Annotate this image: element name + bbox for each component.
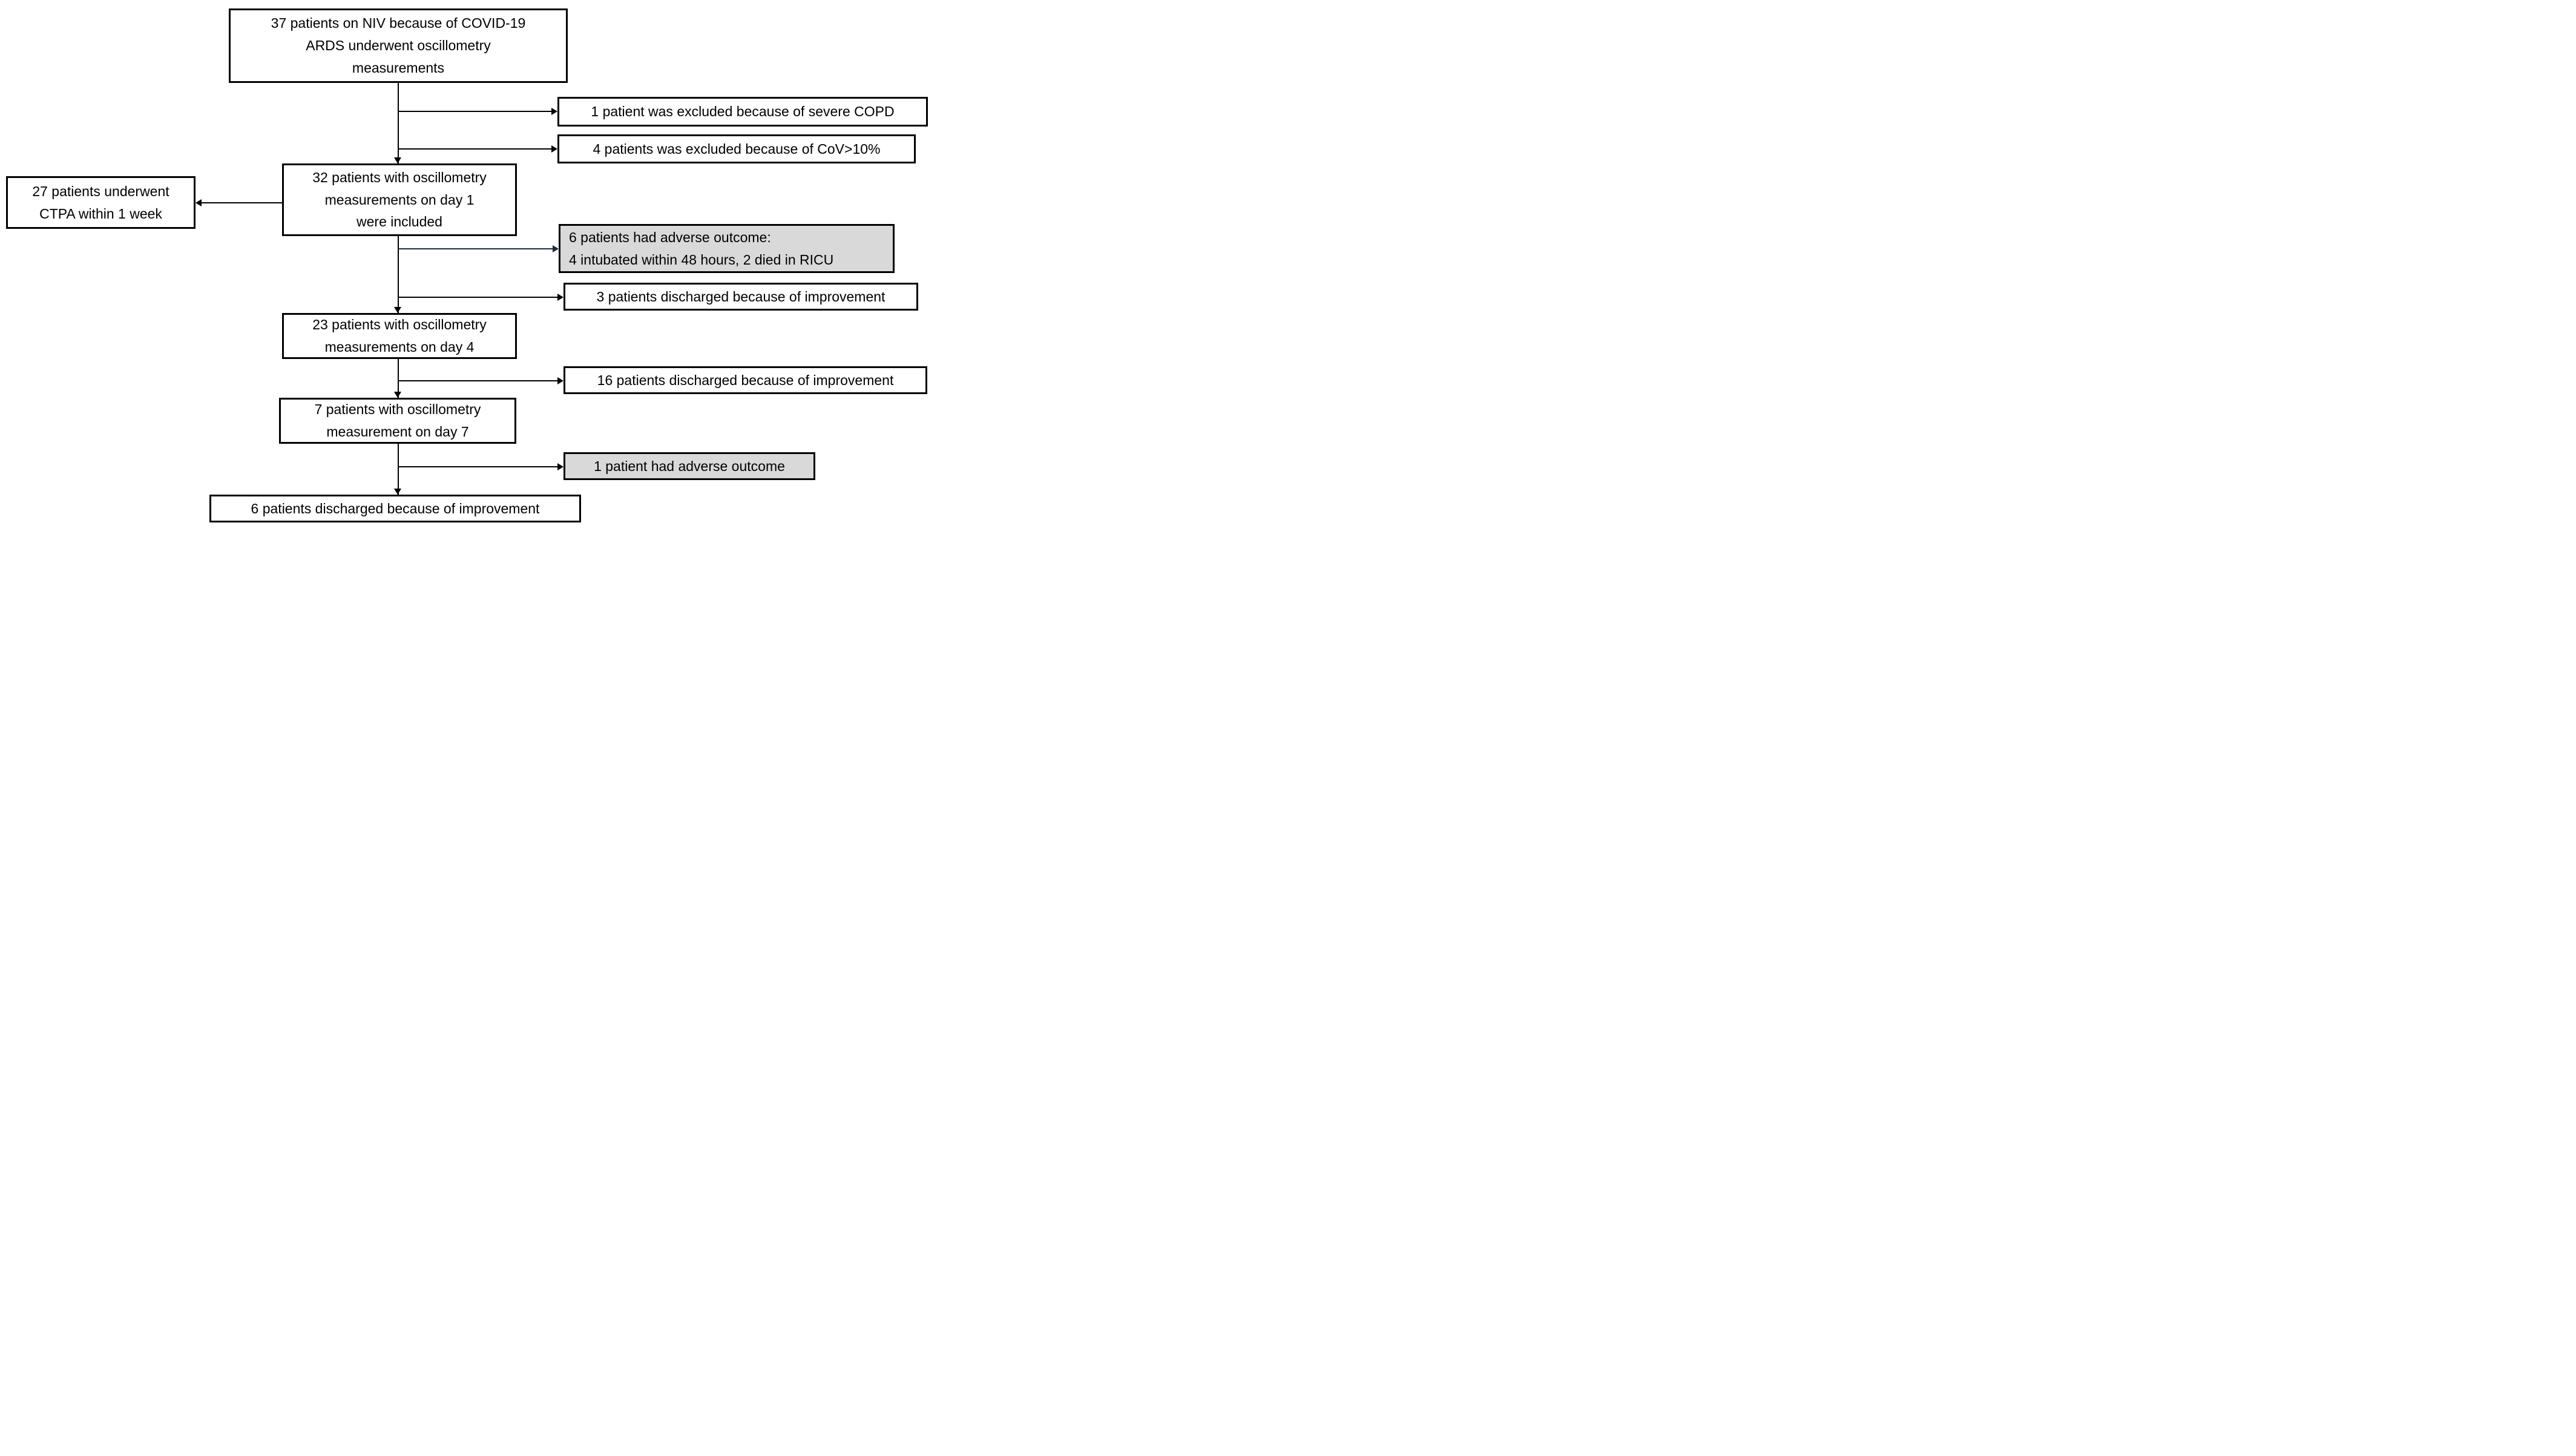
arrow-day7-to-discharged bbox=[398, 444, 399, 495]
node-day4: 23 patients with oscillometry measuremen… bbox=[282, 313, 517, 359]
node-day7-text: 7 patients with oscillometry measurement… bbox=[315, 398, 481, 443]
node-discharged-day4-text: 16 patients discharged because of improv… bbox=[597, 369, 894, 392]
arrowhead-to-excluded-copd bbox=[551, 108, 557, 115]
node-adverse-day1-text: 6 patients had adverse outcome: 4 intuba… bbox=[569, 226, 833, 271]
node-adverse-day7: 1 patient had adverse outcome bbox=[564, 452, 815, 480]
arrow-to-discharged-day1 bbox=[398, 297, 559, 298]
node-excluded-cov: 4 patients was excluded because of CoV>1… bbox=[557, 134, 916, 163]
arrow-day1-to-day4 bbox=[398, 236, 399, 313]
node-adverse-day7-text: 1 patient had adverse outcome bbox=[594, 455, 785, 478]
node-adverse-day1-line2: 4 intubated within 48 hours, 2 died in R… bbox=[569, 251, 834, 268]
arrow-to-discharged-day4 bbox=[398, 380, 559, 381]
node-day7: 7 patients with oscillometry measurement… bbox=[279, 398, 516, 444]
node-adverse-day1: 6 patients had adverse outcome: 4 intuba… bbox=[559, 224, 895, 273]
arrow-to-excluded-copd bbox=[398, 111, 553, 112]
flow-diagram: 37 patients on NIV because of COVID-19 A… bbox=[0, 0, 944, 534]
arrow-to-ctpa bbox=[200, 202, 282, 203]
node-day7-line2: measurement on day 7 bbox=[326, 424, 469, 440]
node-enrolled: 37 patients on NIV because of COVID-19 A… bbox=[229, 8, 568, 83]
arrow-to-adverse-day7 bbox=[398, 466, 559, 467]
arrowhead-day7-to-discharged bbox=[394, 489, 401, 495]
arrowhead-to-adverse-day7 bbox=[557, 463, 564, 470]
arrowhead-to-discharged-day1 bbox=[557, 294, 564, 301]
node-day1-line3: were included bbox=[356, 214, 442, 230]
node-adverse-day1-line1: 6 patients had adverse outcome: bbox=[569, 229, 771, 245]
node-day1-line1: 32 patients with oscillometry bbox=[312, 169, 487, 185]
arrowhead-to-excluded-cov bbox=[551, 145, 557, 153]
arrowhead-to-ctpa bbox=[196, 199, 202, 206]
node-excluded-copd: 1 patient was excluded because of severe… bbox=[557, 97, 928, 127]
arrow-to-excluded-cov bbox=[398, 148, 553, 150]
node-discharged-day4: 16 patients discharged because of improv… bbox=[564, 366, 927, 394]
node-discharged-day1-text: 3 patients discharged because of improve… bbox=[597, 286, 886, 308]
node-enrolled-line2: ARDS underwent oscillometry bbox=[306, 38, 491, 54]
node-ctpa-line1: 27 patients underwent bbox=[32, 183, 169, 199]
node-discharged-day7-text: 6 patients discharged because of improve… bbox=[251, 498, 540, 520]
arrow-day4-to-day7 bbox=[398, 359, 399, 398]
node-adverse-day7-line1: 1 patient had adverse outcome bbox=[594, 458, 785, 474]
node-ctpa: 27 patients underwent CTPA within 1 week bbox=[6, 176, 196, 229]
arrowhead-to-discharged-day4 bbox=[557, 377, 564, 384]
node-day1-line2: measurements on day 1 bbox=[324, 191, 475, 208]
node-excluded-cov-text: 4 patients was excluded because of CoV>1… bbox=[593, 138, 880, 160]
node-discharged-day4-line1: 16 patients discharged because of improv… bbox=[597, 372, 894, 388]
node-day1: 32 patients with oscillometry measuremen… bbox=[282, 163, 517, 236]
node-excluded-copd-text: 1 patient was excluded because of severe… bbox=[591, 100, 894, 123]
arrowhead-to-adverse-day1 bbox=[553, 245, 559, 252]
node-day1-text: 32 patients with oscillometry measuremen… bbox=[312, 166, 487, 233]
arrowhead-day4-to-day7 bbox=[394, 392, 401, 398]
node-discharged-day1: 3 patients discharged because of improve… bbox=[564, 283, 918, 311]
node-discharged-day7-line1: 6 patients discharged because of improve… bbox=[251, 500, 540, 516]
node-day4-line1: 23 patients with oscillometry bbox=[312, 317, 487, 333]
node-ctpa-line2: CTPA within 1 week bbox=[39, 205, 162, 222]
arrowhead-enrolled-to-day1 bbox=[394, 157, 401, 163]
node-day4-text: 23 patients with oscillometry measuremen… bbox=[312, 314, 487, 358]
node-day4-line2: measurements on day 4 bbox=[324, 339, 475, 355]
node-enrolled-text: 37 patients on NIV because of COVID-19 A… bbox=[271, 12, 526, 79]
node-discharged-day1-line1: 3 patients discharged because of improve… bbox=[596, 288, 886, 305]
arrowhead-day1-to-day4 bbox=[394, 307, 401, 313]
node-excluded-cov-line1: 4 patients was excluded because of CoV>1… bbox=[593, 140, 881, 157]
node-enrolled-line1: 37 patients on NIV because of COVID-19 bbox=[271, 15, 526, 31]
arrow-enrolled-to-day1 bbox=[398, 83, 399, 163]
node-ctpa-text: 27 patients underwent CTPA within 1 week bbox=[32, 180, 169, 225]
arrow-to-adverse-day1 bbox=[398, 248, 554, 249]
node-discharged-day7: 6 patients discharged because of improve… bbox=[209, 495, 581, 522]
node-excluded-copd-line1: 1 patient was excluded because of severe… bbox=[591, 104, 895, 120]
node-day7-line1: 7 patients with oscillometry bbox=[314, 401, 481, 418]
node-enrolled-line3: measurements bbox=[352, 59, 445, 76]
